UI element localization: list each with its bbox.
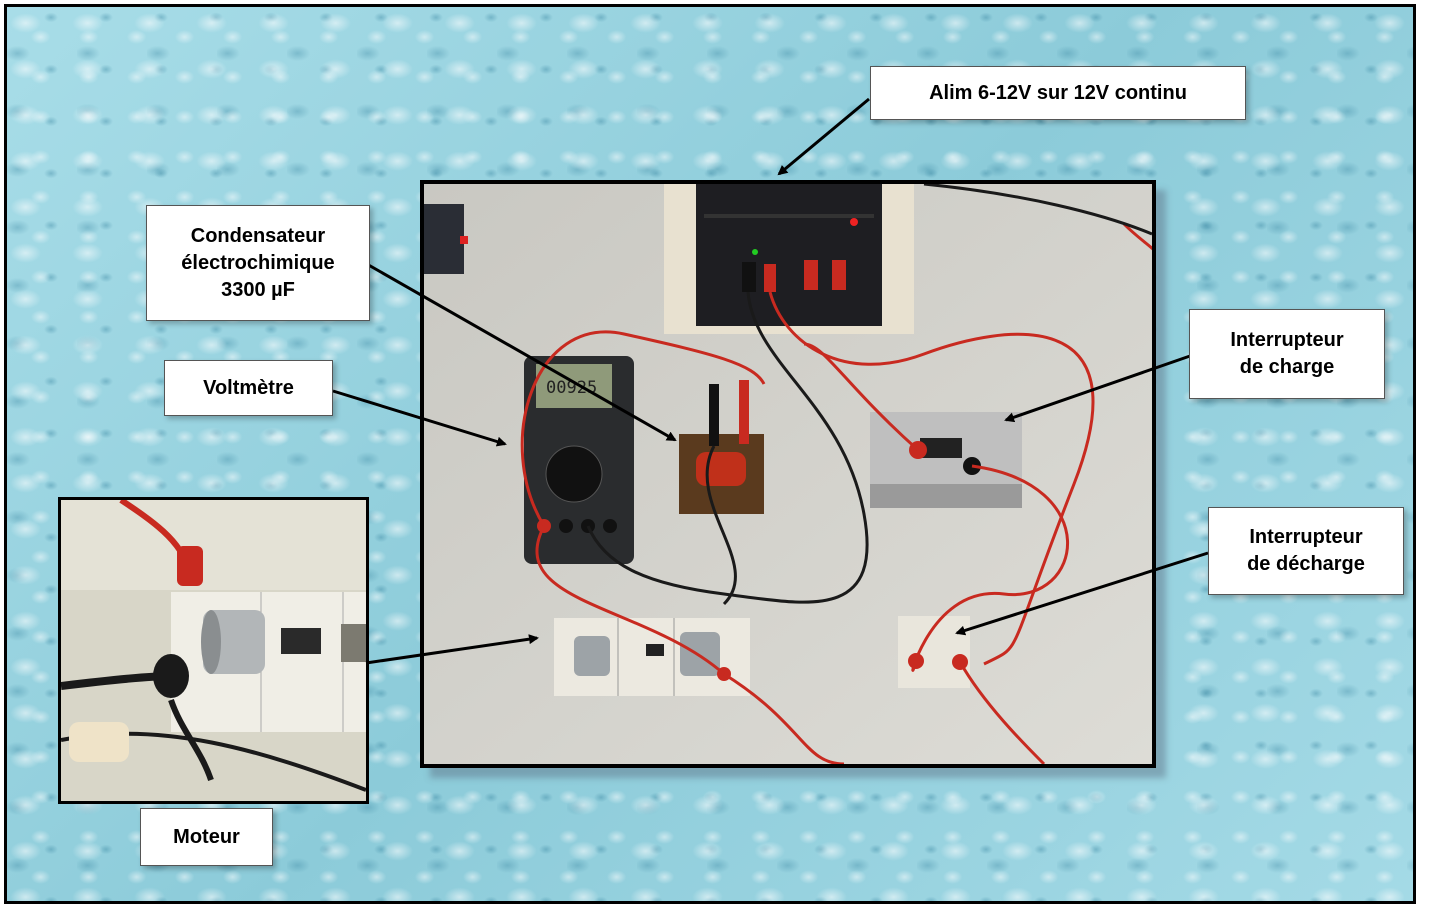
wires bbox=[520, 184, 1152, 764]
label-alim: Alim 6-12V sur 12V continu bbox=[870, 66, 1246, 120]
setup-photo: 00925 bbox=[420, 180, 1156, 768]
multimeter: 00925 bbox=[524, 356, 634, 564]
capacitor bbox=[679, 380, 764, 514]
motor-closeup-photo bbox=[58, 497, 369, 804]
setup-photo-drawing: 00925 bbox=[424, 184, 1152, 764]
arrow-moteur bbox=[365, 634, 539, 665]
arrow-condensateur bbox=[364, 261, 677, 442]
power-supply bbox=[664, 184, 914, 334]
label-interrupteur-charge: Interrupteur de charge bbox=[1189, 309, 1385, 399]
label-interrupteur-decharge: Interrupteur de décharge bbox=[1208, 507, 1404, 595]
label-condensateur: Condensateur électrochimique 3300 µF bbox=[146, 205, 370, 321]
side-device bbox=[424, 204, 464, 274]
label-voltmetre: Voltmètre bbox=[164, 360, 333, 416]
label-moteur: Moteur bbox=[140, 808, 273, 866]
multimeter-reading: 00925 bbox=[546, 378, 597, 398]
arrow-voltmetre bbox=[332, 389, 507, 447]
arrow-layer bbox=[332, 97, 1209, 665]
water-drop-background: 00925 bbox=[4, 4, 1416, 904]
arrow-interrupteur-decharge bbox=[955, 551, 1209, 636]
motor-closeup-drawing bbox=[61, 500, 366, 801]
arrow-alim bbox=[777, 97, 870, 176]
arrow-interrupteur-charge bbox=[1004, 354, 1191, 423]
